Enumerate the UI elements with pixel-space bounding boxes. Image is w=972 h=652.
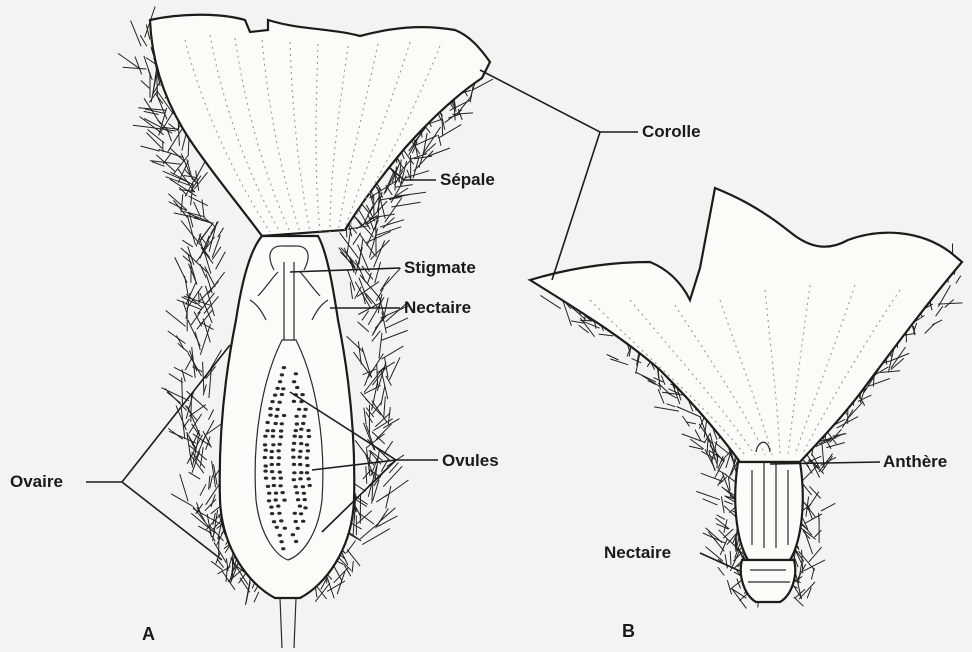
- label-stigmate: Stigmate: [404, 258, 476, 277]
- flower-a: [118, 7, 493, 649]
- label-ovules: Ovules: [442, 451, 499, 470]
- label-ovaire: Ovaire: [10, 472, 63, 491]
- label-sepale: Sépale: [440, 170, 495, 189]
- panel-label-a: A: [142, 624, 155, 644]
- label-anthere: Anthère: [883, 452, 947, 471]
- nectary-b: [741, 560, 795, 602]
- label-nectaire-b: Nectaire: [604, 543, 671, 562]
- pedicel-a: [280, 598, 296, 648]
- ovary-a: [220, 236, 355, 598]
- label-corolle: Corolle: [642, 122, 701, 141]
- flower-b: [530, 188, 963, 608]
- panel-label-b: B: [622, 621, 635, 641]
- label-nectaire-a: Nectaire: [404, 298, 471, 317]
